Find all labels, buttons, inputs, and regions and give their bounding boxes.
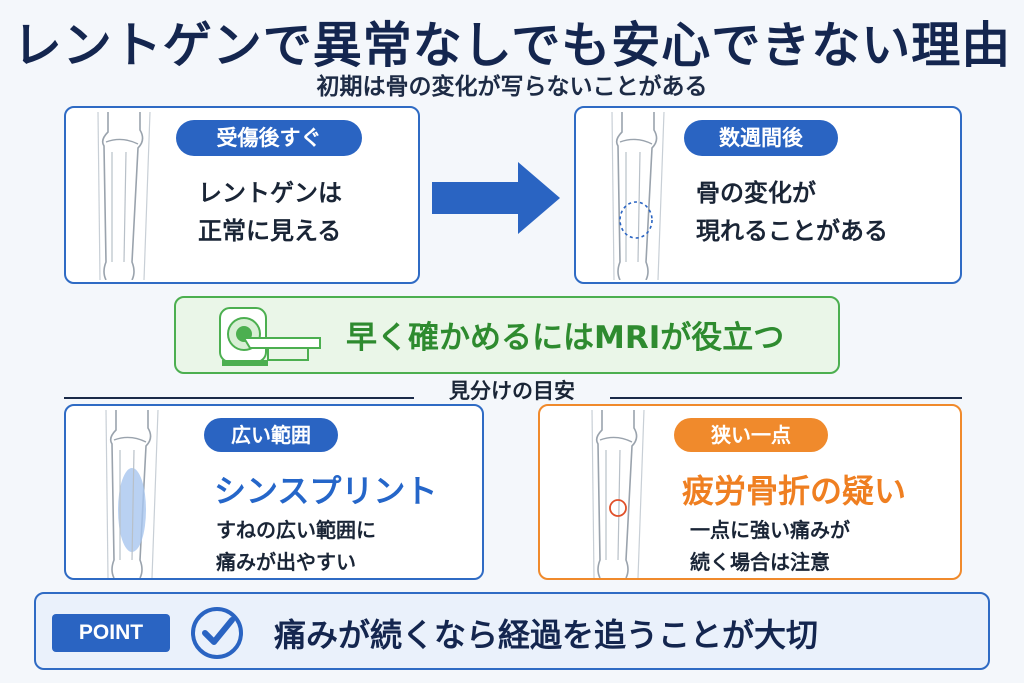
leg-bone-single-point-illustration xyxy=(591,410,645,578)
badge-single-point: 狭い一点 xyxy=(674,418,828,452)
panel-immediately-after-injury: 受傷後すぐ レントゲンは 正常に見える xyxy=(64,106,420,284)
point-callout: POINT 痛みが続くなら経過を追うことが大切 xyxy=(34,592,990,670)
stress-fracture-heading: 疲労骨折の疑い xyxy=(682,472,907,510)
mri-scanner-icon xyxy=(219,307,321,366)
point-text: 痛みが続くなら経過を追うことが大切 xyxy=(274,616,819,654)
badge-several-weeks: 数週間後 xyxy=(684,120,838,156)
panel-several-weeks-later: 数週間後 骨の変化が 現れることがある xyxy=(574,106,962,284)
panel-text: すねの広い範囲に 痛みが出やすい xyxy=(216,518,376,574)
right-arrow-icon xyxy=(432,162,560,234)
badge-wide-area: 広い範囲 xyxy=(204,418,338,452)
leg-bone-illustration xyxy=(97,112,151,280)
divider-line-left xyxy=(64,397,414,399)
leg-bone-illustration xyxy=(611,112,665,280)
badge-immediately-after: 受傷後すぐ xyxy=(176,120,362,156)
page-subtitle: 初期は骨の変化が写らないことがある xyxy=(316,74,708,100)
point-badge: POINT xyxy=(52,614,170,652)
page-title: レントゲンで異常なしでも安心できない理由 xyxy=(12,17,1012,74)
mri-callout: 早く確かめるにはMRIが役立つ xyxy=(174,296,840,374)
panel-text: 骨の変化が 現れることがある xyxy=(696,179,888,245)
divider-line-right xyxy=(610,397,962,399)
panel-shin-splints: 広い範囲 シンスプリント すねの広い範囲に 痛みが出やすい xyxy=(64,404,484,580)
shin-splints-heading: シンスプリント xyxy=(214,472,438,510)
leg-bone-wide-area-illustration xyxy=(105,410,159,578)
checkmark-circle-icon xyxy=(191,607,243,659)
panel-text: 一点に強い痛みが 続く場合は注意 xyxy=(690,518,850,574)
mri-text: 早く確かめるにはMRIが役立つ xyxy=(346,320,785,356)
divider-label: 見分けの目安 xyxy=(449,379,575,403)
panel-text: レントゲンは 正常に見える xyxy=(198,179,342,245)
panel-stress-fracture: 狭い一点 疲労骨折の疑い 一点に強い痛みが 続く場合は注意 xyxy=(538,404,962,580)
